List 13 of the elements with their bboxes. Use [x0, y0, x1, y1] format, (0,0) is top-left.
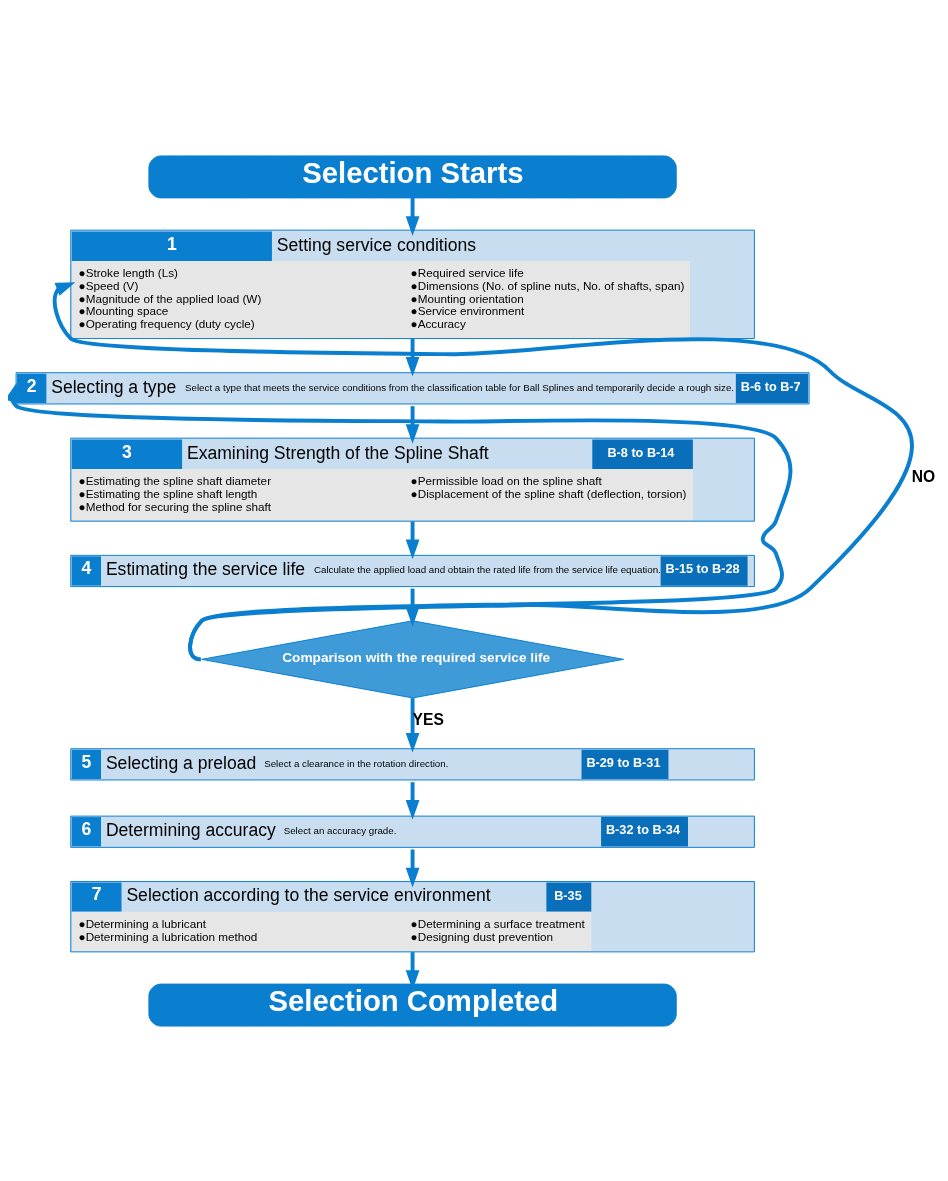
arrow — [405, 781, 420, 820]
node-box: Selection Starts — [148, 154, 677, 198]
arrow — [405, 338, 420, 376]
node-box: Selection Completed — [148, 983, 677, 1027]
node-diamond: Comparison with the required service life — [201, 619, 624, 698]
arrow — [405, 588, 420, 627]
arrow — [405, 197, 420, 236]
arrow — [405, 520, 420, 559]
arrow — [8, 382, 793, 661]
edge-label: NO — [911, 467, 936, 485]
arrow — [405, 405, 420, 444]
arrow — [405, 849, 420, 887]
arrow — [405, 697, 420, 753]
